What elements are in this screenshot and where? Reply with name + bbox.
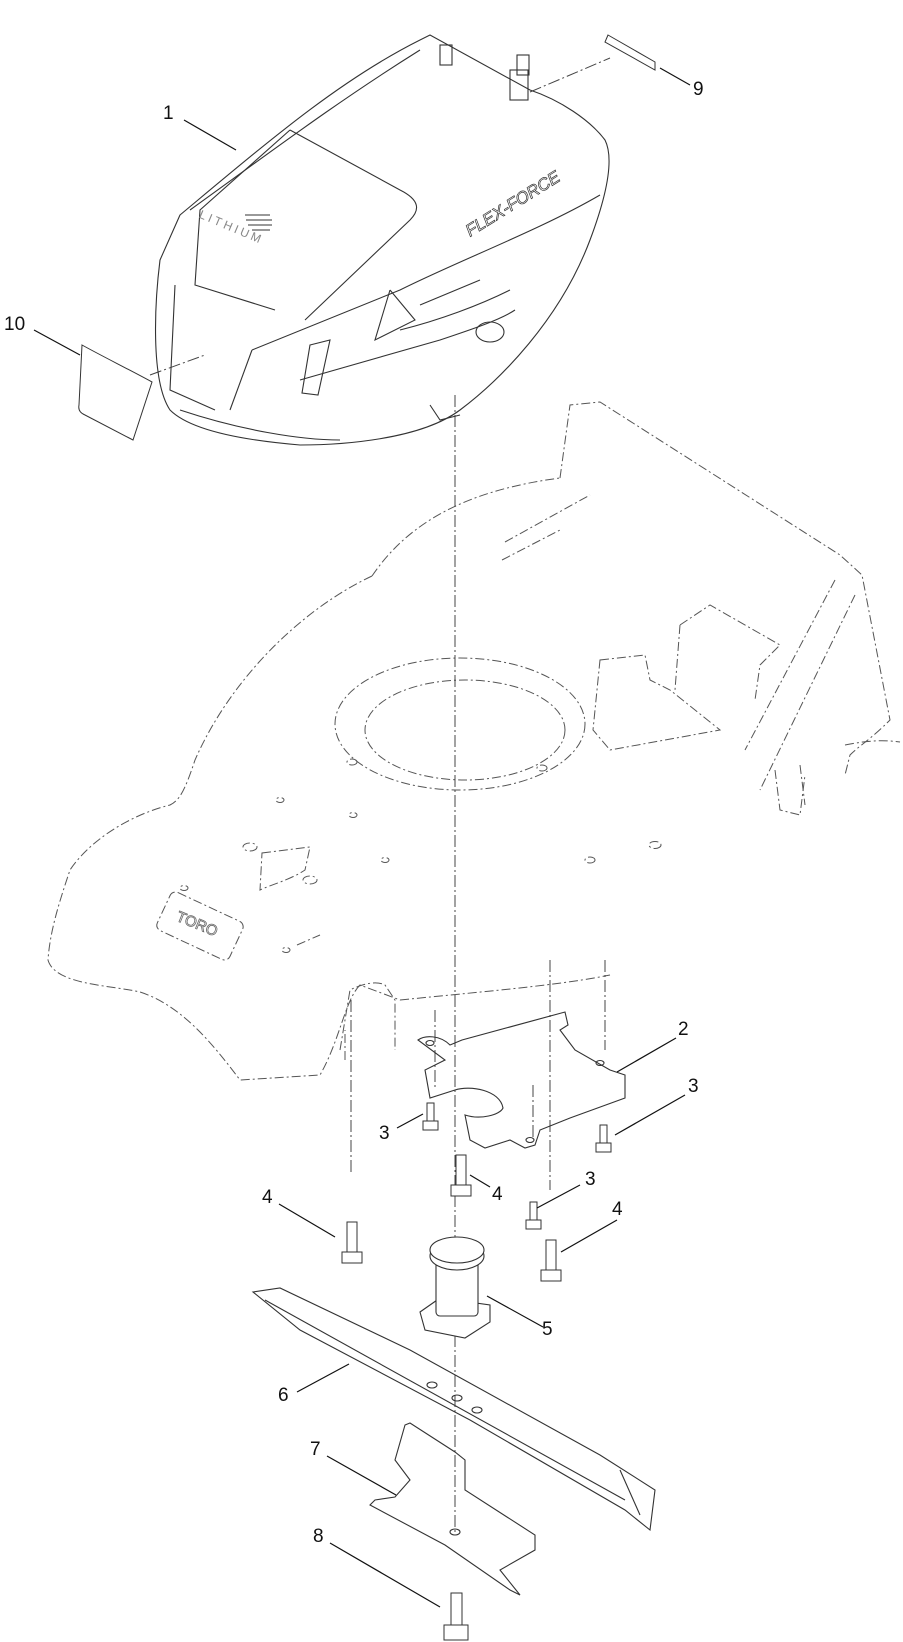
callout-4: 4 — [612, 1199, 623, 1220]
blade-adapter — [419, 1236, 491, 1339]
callout-5: 5 — [542, 1319, 553, 1340]
callout-8: 8 — [313, 1526, 324, 1547]
blade-bolt-8 — [443, 1592, 469, 1641]
callout-7: 7 — [310, 1439, 321, 1460]
housing-brand-text: FLEX-FORCE — [462, 167, 564, 241]
callout-4: 4 — [262, 1187, 273, 1208]
callout-6: 6 — [278, 1385, 289, 1406]
decal-panel — [78, 344, 153, 441]
callout-9: 9 — [693, 79, 704, 100]
screw-3c — [525, 1201, 542, 1230]
callout-4: 4 — [492, 1184, 503, 1205]
callout-3: 3 — [585, 1169, 596, 1190]
decal-strip — [604, 34, 656, 71]
bolt-4c — [540, 1239, 562, 1282]
fasteners — [341, 1102, 612, 1641]
mower-deck-phantom — [47, 401, 901, 1081]
blade — [251, 1287, 656, 1532]
bolt-4b — [341, 1221, 363, 1264]
housing-badge-text: LITHIUM — [197, 207, 266, 247]
screw-3a — [422, 1102, 439, 1131]
assembly-axis-lines — [149, 57, 611, 1535]
bolt-4a — [450, 1154, 472, 1197]
callout-3: 3 — [379, 1123, 390, 1144]
callout-2: 2 — [678, 1019, 689, 1040]
screw-3b — [595, 1124, 612, 1153]
callout-3: 3 — [688, 1076, 699, 1097]
callout-10: 10 — [4, 314, 26, 335]
battery-housing-cover — [154, 34, 610, 446]
deck-logo-text: TORO — [174, 908, 220, 940]
bracket — [417, 1011, 626, 1149]
blade-stiffener — [369, 1422, 536, 1596]
callout-leader-lines — [33, 67, 691, 1608]
callout-1: 1 — [163, 103, 174, 124]
